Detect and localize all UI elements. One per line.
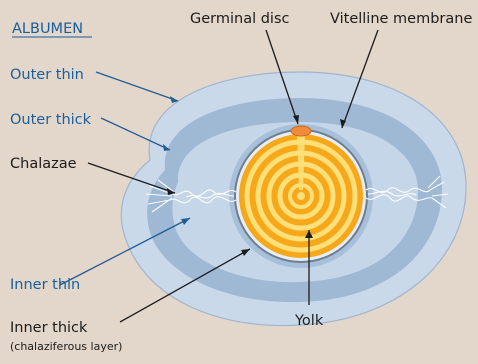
- label-vitelline-membrane: Vitelline membrane: [330, 11, 472, 27]
- label-germinal-disc: Germinal disc: [190, 11, 290, 27]
- label-outer-thick: Outer thick: [10, 112, 92, 128]
- yolk-center: [297, 192, 305, 200]
- label-inner-thin: Inner thin: [10, 277, 80, 293]
- germinal-disc: [291, 126, 311, 136]
- label-chalazae: Chalazae: [10, 156, 77, 172]
- label-outer-thin: Outer thin: [10, 67, 84, 83]
- label-inner-thick-note: (chalaziferous layer): [10, 340, 122, 353]
- heading-albumen: ALBUMEN: [12, 21, 83, 37]
- label-inner-thick: Inner thick: [10, 320, 88, 336]
- leader-outer-thin: [96, 72, 178, 101]
- label-yolk: Yolk: [294, 313, 324, 329]
